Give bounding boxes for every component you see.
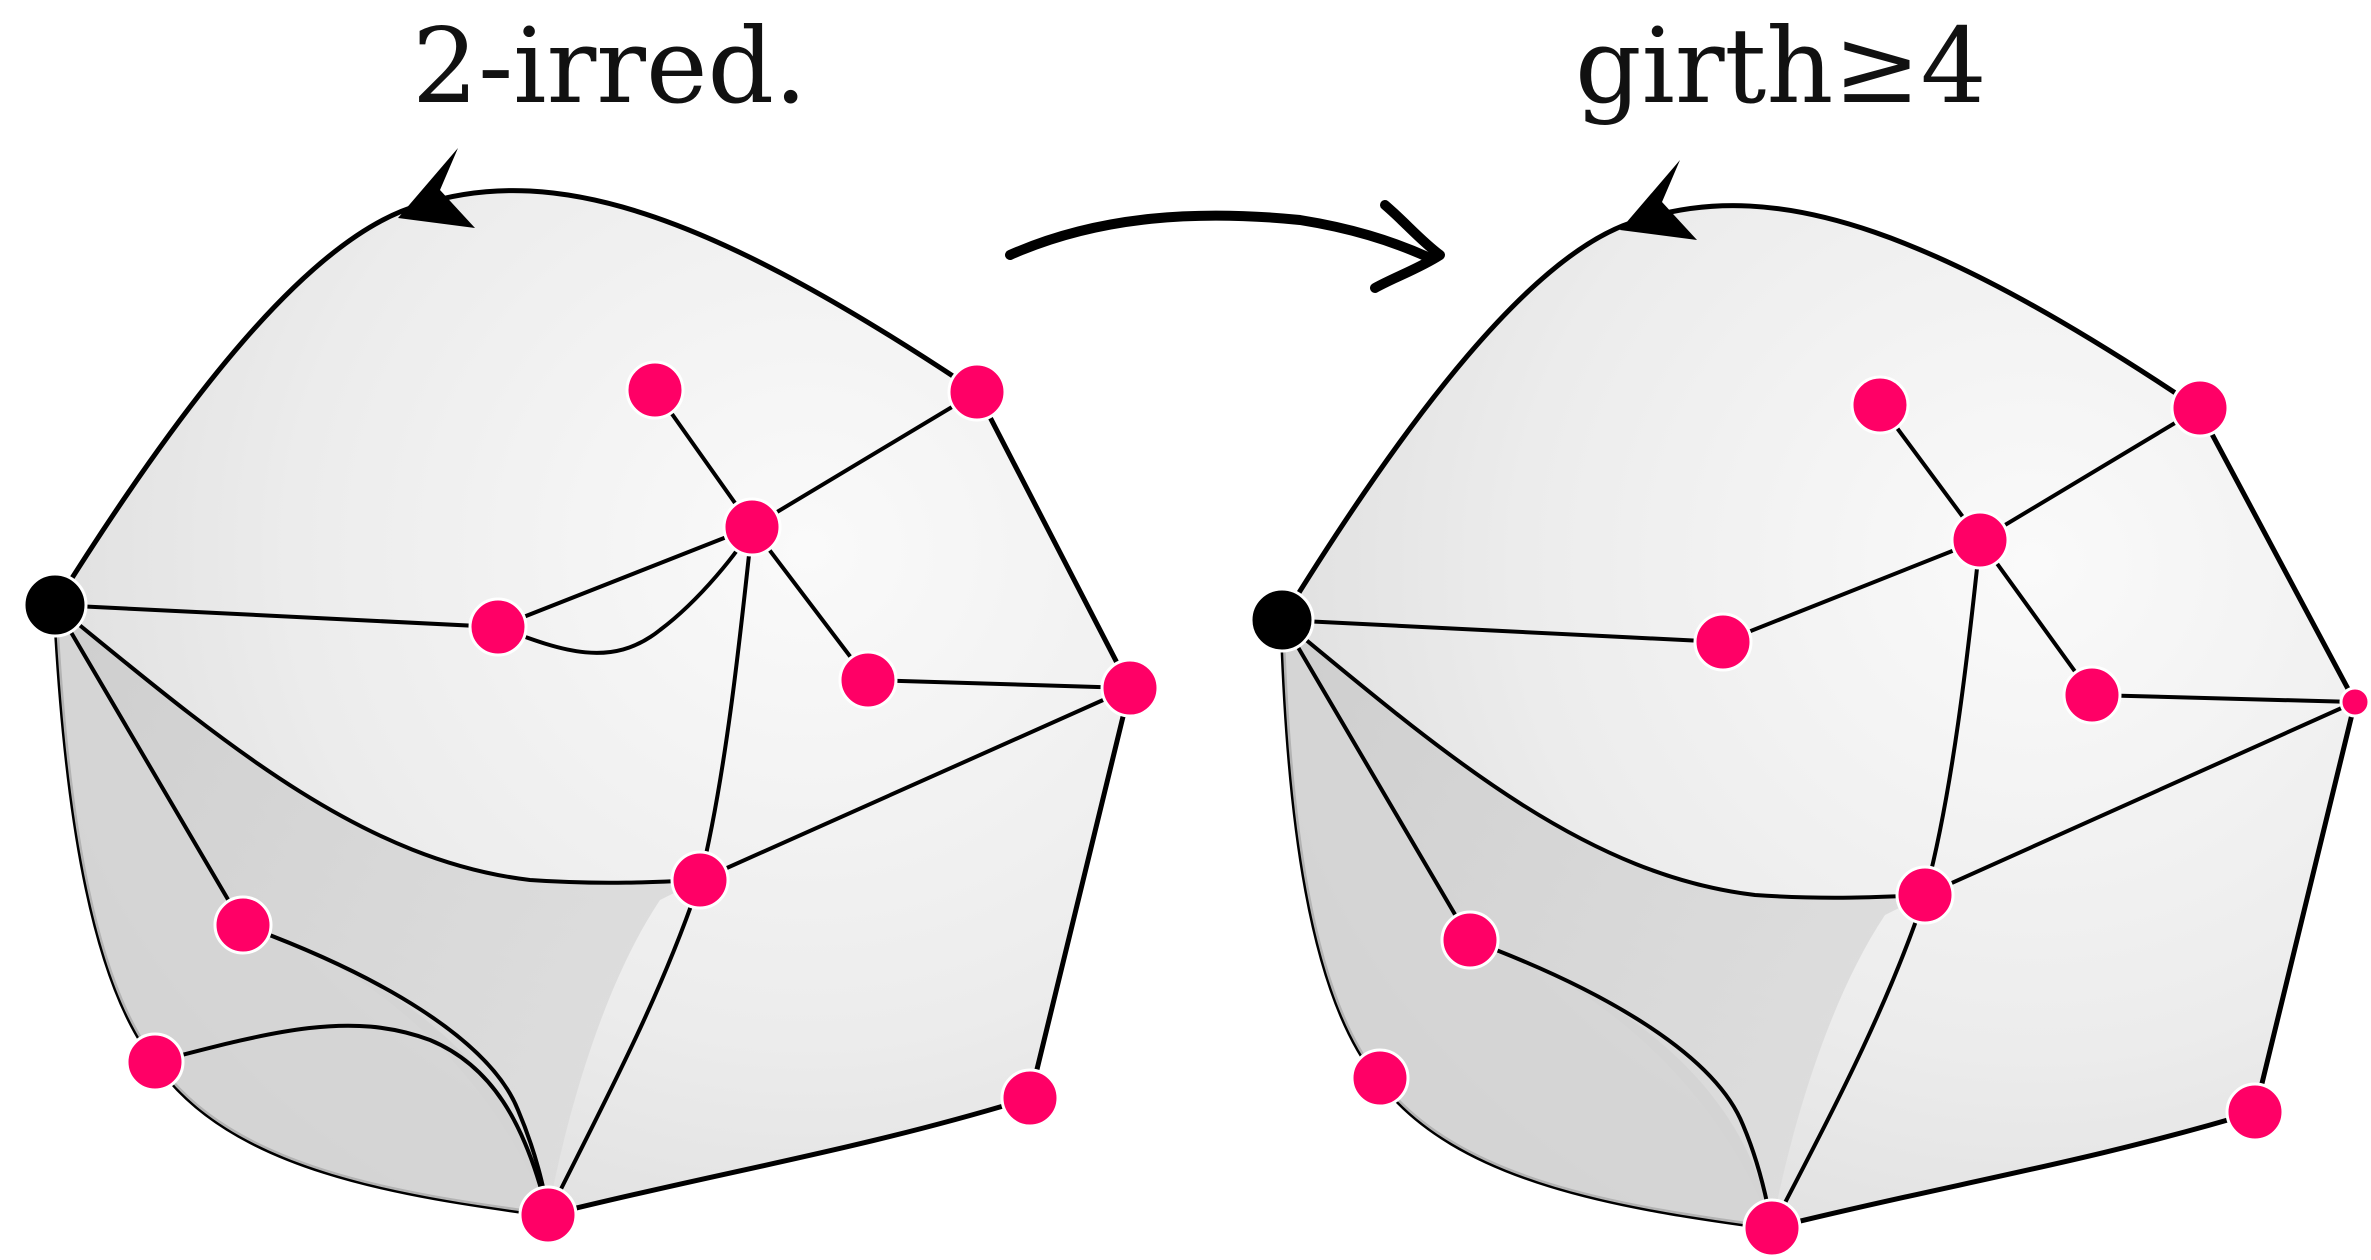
left-vertex	[1100, 658, 1160, 718]
left-panel-title: 2-irred.	[412, 5, 808, 127]
left-edge	[496, 525, 754, 655]
right-edge	[1280, 618, 1927, 900]
left-root-arrow-icon	[398, 148, 475, 228]
right-vertex	[1950, 510, 2010, 570]
left-edge	[750, 390, 979, 529]
right-vertex	[2225, 1082, 2285, 1142]
left-vertex	[1000, 1068, 1060, 1128]
left-edge	[698, 525, 754, 882]
left-vertex	[722, 497, 782, 557]
right-edge	[1923, 700, 2357, 897]
left-vertex	[125, 1032, 185, 1092]
left-edge	[53, 603, 500, 629]
left-root-vertex	[22, 572, 88, 638]
right-edge	[1280, 618, 1472, 942]
right-vertices	[1249, 375, 2371, 1258]
right-vertex	[1742, 1198, 1802, 1258]
right-panel-title: girth≥4	[1575, 5, 1987, 127]
left-vertex	[670, 850, 730, 910]
curved-arrow-right-icon	[1005, 200, 1445, 293]
left-edge	[496, 525, 754, 629]
right-edge	[1978, 538, 2094, 697]
left-vertex	[213, 895, 273, 955]
left-edge	[241, 923, 550, 1217]
left-vertex	[518, 1185, 578, 1245]
left-edge	[698, 686, 1132, 882]
right-root-arrow-icon	[1620, 160, 1697, 240]
right-edge	[1280, 618, 1725, 644]
left-edge	[750, 525, 870, 682]
right-edges	[1280, 403, 2357, 1230]
right-shaded-face-upper	[1282, 620, 1925, 1228]
left-vertex	[947, 362, 1007, 422]
left-shaded-face-upper	[55, 605, 700, 1215]
left-vertex	[838, 650, 898, 710]
left-edge	[53, 603, 702, 885]
right-root-vertex	[1249, 587, 1315, 653]
right-vertex	[2170, 378, 2230, 438]
left-edge	[153, 1023, 550, 1217]
right-edge	[1721, 538, 1982, 644]
left-edge	[546, 878, 702, 1217]
right-edge	[1468, 938, 1774, 1230]
right-planar-map	[1249, 160, 2371, 1258]
right-vertex	[2339, 686, 2371, 718]
left-edge	[866, 678, 1132, 690]
right-edge	[1978, 406, 2202, 542]
right-vertex	[2062, 665, 2122, 725]
right-edge	[1923, 538, 1982, 897]
right-vertex	[1895, 865, 1955, 925]
right-vertex	[1850, 375, 1910, 435]
right-edge	[2090, 693, 2357, 704]
left-planar-map	[22, 148, 1160, 1245]
right-edge	[1770, 893, 1927, 1230]
left-vertices	[22, 360, 1160, 1245]
right-vertex	[1693, 612, 1753, 672]
left-vertex	[468, 597, 528, 657]
left-vertex	[625, 360, 685, 420]
left-edge	[53, 603, 245, 927]
right-vertex	[1350, 1048, 1410, 1108]
right-vertex	[1440, 910, 1500, 970]
